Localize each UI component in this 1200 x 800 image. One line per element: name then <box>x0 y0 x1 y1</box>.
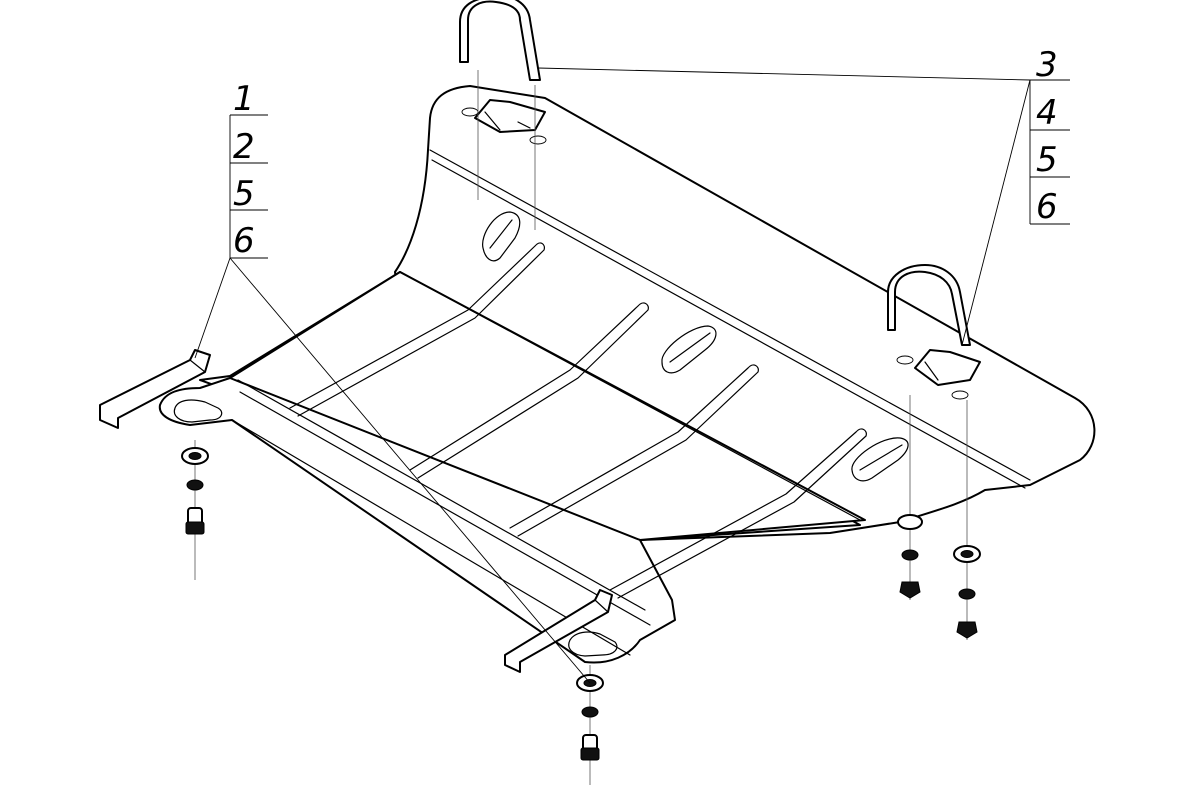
fastener-stack-right-b <box>953 400 981 640</box>
u-bolt-right <box>887 264 971 346</box>
leader-lines <box>194 67 1070 684</box>
callout-left-3: 5 <box>233 174 255 214</box>
callout-left-2: 2 <box>233 127 255 167</box>
callout-right-4: 6 <box>1036 187 1058 227</box>
l-bracket-left <box>99 349 211 429</box>
fastener-stack-right-a <box>897 395 923 600</box>
fastener-stack-left <box>181 440 209 580</box>
l-bracket-right <box>504 589 613 673</box>
callout-left-1: 1 <box>233 79 255 119</box>
callout-group-right: 3 4 5 6 <box>1029 45 1070 227</box>
callout-right-3: 5 <box>1036 140 1058 180</box>
fastener-stack-middle <box>576 665 604 785</box>
callout-group-left: 1 2 5 6 <box>229 79 268 261</box>
skid-plate <box>158 85 1096 664</box>
u-bolt-left <box>459 0 541 81</box>
callout-right-1: 3 <box>1036 45 1058 85</box>
callout-left-4: 6 <box>233 221 255 261</box>
callout-right-2: 4 <box>1036 93 1058 133</box>
